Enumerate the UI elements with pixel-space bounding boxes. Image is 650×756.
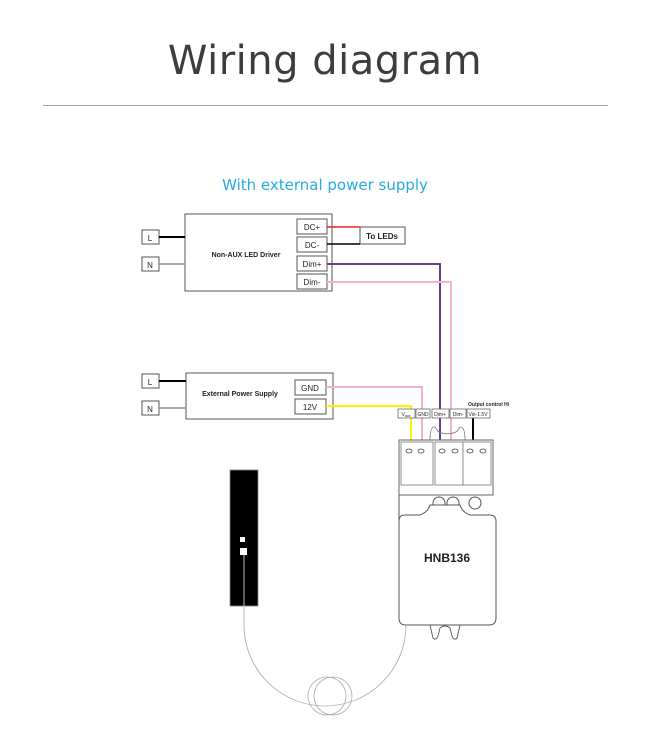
antenna-connector [240, 548, 247, 555]
program-button [468, 496, 482, 510]
module-terminal-vin [466, 408, 491, 419]
antenna-cable [243, 624, 407, 707]
output-control-note: Output control Hi [468, 402, 510, 408]
screw-hole [405, 448, 413, 454]
hnb136-module: Vaux GND Dim+ Dim- Vin-1.5V Output contr… [397, 402, 510, 640]
mounting-clip [429, 624, 461, 640]
terminal-dc-plus-label: DC+ [304, 223, 321, 232]
screw-hole [451, 448, 459, 454]
module-top-contour [429, 426, 466, 441]
terminal-dim-plus-label: Dim+ [303, 260, 322, 269]
external-power-supply: External Power Supply GND 12V L N [141, 372, 334, 420]
module-terminal-dim-minus [449, 408, 467, 419]
title-divider [43, 105, 608, 106]
antenna-pad [240, 537, 245, 542]
module-terminal-vaux-label: Vaux [402, 412, 411, 418]
screw-hole [417, 448, 425, 454]
led-driver-label: Non-AUX LED Driver [212, 252, 281, 259]
module-name: HNB136 [424, 551, 470, 565]
psu-input-l-label: L [148, 378, 153, 387]
to-leds-box [359, 226, 406, 245]
cable-loop-2 [313, 676, 353, 716]
module-terminal-dim-minus-label: Dim- [453, 412, 464, 418]
wire-12v [326, 405, 412, 455]
module-terminal-gnd-label: GND [417, 412, 429, 418]
screw-hole [479, 448, 487, 454]
driver-input-n-label: N [147, 261, 153, 270]
psu-input-n-label: N [147, 405, 153, 414]
antenna [229, 469, 407, 716]
module-terminal-dim-plus-label: Dim+ [434, 412, 446, 418]
terminal-dim-minus-label: Dim- [304, 278, 321, 287]
power-supply-label: External Power Supply [202, 391, 278, 398]
wire-dim-minus [327, 281, 452, 455]
led-driver: Non-AUX LED Driver DC+ DC- Dim+ Dim- L N… [141, 213, 406, 292]
wire-gnd [326, 386, 423, 455]
module-terminal-gnd [415, 408, 431, 419]
module-terminal-vaux [397, 408, 416, 419]
diagram-subtitle: With external power supply [222, 176, 428, 194]
module-terminal-dim-plus [431, 408, 450, 419]
to-leds-label: To LEDs [366, 232, 398, 241]
terminal-dc-minus-label: DC- [305, 241, 320, 250]
module-terminal-vin-label: Vin-1.5V [468, 412, 488, 418]
terminal-block-2 [434, 441, 464, 486]
driver-input-l-label: L [148, 234, 153, 243]
terminal-12v-label: 12V [303, 403, 318, 412]
page-title: Wiring diagram [167, 38, 483, 84]
cable-loop-1 [307, 676, 347, 716]
screw-hole [466, 448, 474, 454]
screw-hole [438, 448, 446, 454]
terminal-gnd-label: GND [301, 384, 319, 393]
wire-dim-plus [327, 263, 441, 455]
terminal-block-1 [400, 441, 434, 486]
terminal-block-3 [462, 441, 492, 486]
